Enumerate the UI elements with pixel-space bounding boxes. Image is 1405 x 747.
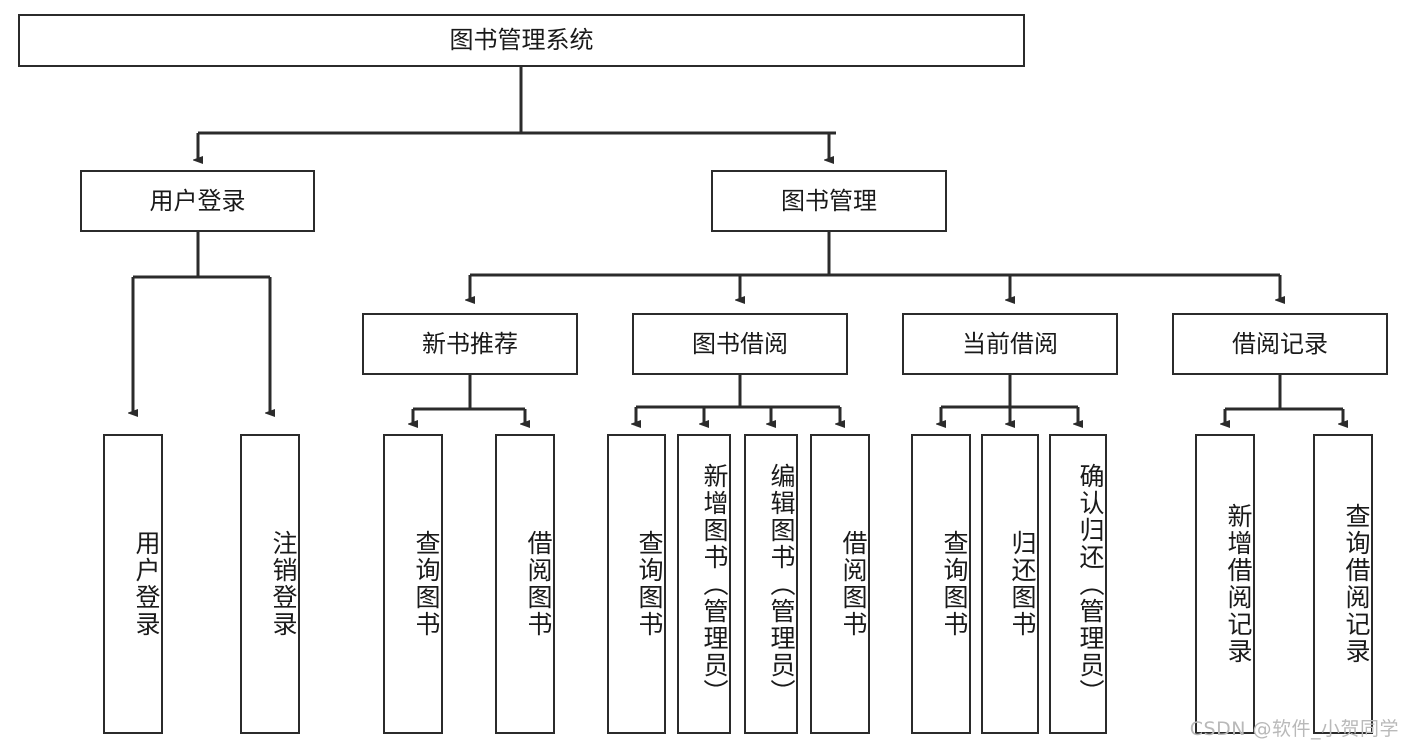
node-leaf-query-book-recommend[interactable]: 查询图书 <box>383 434 443 734</box>
node-leaf-return-book[interactable]: 归还图书 <box>981 434 1039 734</box>
node-leaf-confirm-return-admin-label: 确认归还（管理员） <box>1076 462 1105 706</box>
node-leaf-query-book-borrow[interactable]: 查询图书 <box>607 434 666 734</box>
node-leaf-query-borrow-record-label: 查询借阅记录 <box>1342 503 1371 665</box>
node-root[interactable]: 图书管理系统 <box>18 14 1025 67</box>
node-leaf-query-book-current[interactable]: 查询图书 <box>911 434 971 734</box>
node-current-borrow[interactable]: 当前借阅 <box>902 313 1118 375</box>
node-leaf-add-borrow-record[interactable]: 新增借阅记录 <box>1195 434 1255 734</box>
node-user-login[interactable]: 用户登录 <box>80 170 315 232</box>
node-leaf-user-login-label: 用户登录 <box>132 530 161 638</box>
node-book-management-label: 图书管理 <box>781 186 877 215</box>
node-leaf-borrow-book-recommend-label: 借阅图书 <box>524 530 553 638</box>
node-book-borrow-label: 图书借阅 <box>692 329 788 358</box>
node-leaf-query-book-borrow-label: 查询图书 <box>635 530 664 638</box>
node-leaf-borrow-book[interactable]: 借阅图书 <box>810 434 870 734</box>
node-leaf-borrow-book-recommend[interactable]: 借阅图书 <box>495 434 555 734</box>
node-leaf-borrow-book-label: 借阅图书 <box>839 530 868 638</box>
node-leaf-edit-book-admin-label: 编辑图书（管理员） <box>767 462 796 706</box>
node-leaf-return-book-label: 归还图书 <box>1008 530 1037 638</box>
watermark: CSDN @软件_小贺同学 <box>1189 718 1399 740</box>
node-leaf-edit-book-admin[interactable]: 编辑图书（管理员） <box>744 434 798 734</box>
node-root-label: 图书管理系统 <box>449 26 594 55</box>
node-user-login-label: 用户登录 <box>149 186 246 215</box>
node-book-borrow[interactable]: 图书借阅 <box>632 313 848 375</box>
node-leaf-add-book-admin-label: 新增图书（管理员） <box>700 462 729 706</box>
node-current-borrow-label: 当前借阅 <box>962 329 1058 358</box>
node-leaf-logout[interactable]: 注销登录 <box>240 434 300 734</box>
node-leaf-query-book-recommend-label: 查询图书 <box>412 530 441 638</box>
node-new-book-recommend[interactable]: 新书推荐 <box>362 313 578 375</box>
node-leaf-confirm-return-admin[interactable]: 确认归还（管理员） <box>1049 434 1107 734</box>
node-leaf-logout-label: 注销登录 <box>269 530 298 638</box>
node-borrow-record-label: 借阅记录 <box>1232 329 1328 358</box>
node-borrow-record[interactable]: 借阅记录 <box>1172 313 1388 375</box>
node-leaf-user-login[interactable]: 用户登录 <box>103 434 163 734</box>
node-leaf-add-book-admin[interactable]: 新增图书（管理员） <box>677 434 731 734</box>
node-leaf-query-borrow-record[interactable]: 查询借阅记录 <box>1313 434 1373 734</box>
node-book-management[interactable]: 图书管理 <box>711 170 947 232</box>
node-leaf-add-borrow-record-label: 新增借阅记录 <box>1224 503 1253 665</box>
node-leaf-query-book-current-label: 查询图书 <box>940 530 969 638</box>
node-new-book-recommend-label: 新书推荐 <box>422 329 518 358</box>
